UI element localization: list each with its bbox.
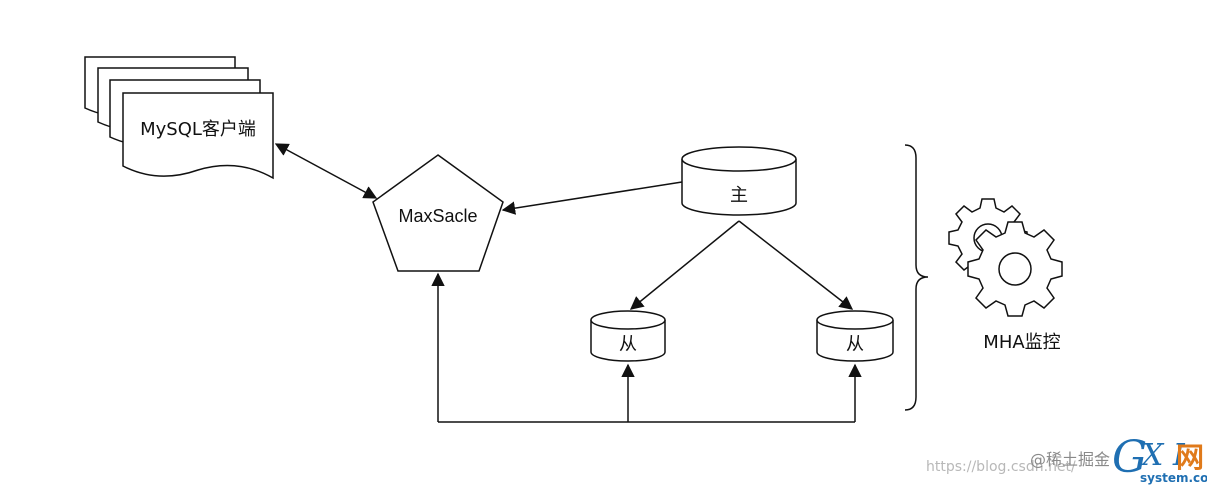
- cylinder-top: [590, 310, 666, 330]
- connectors: [274, 143, 929, 423]
- right-brace: [904, 144, 929, 411]
- slave-left-node: 从: [590, 310, 666, 362]
- csdn-watermark: https://blog.csdn.net/: [926, 459, 1076, 475]
- gxi-logo-xi: X I: [1140, 438, 1186, 473]
- cylinder-body: [681, 159, 797, 216]
- cylinder-top: [816, 310, 894, 330]
- pentagon-shape: [372, 154, 504, 272]
- master-label: 主: [730, 185, 748, 206]
- master-proxy-arrow: [501, 181, 683, 215]
- master-node: 主: [681, 146, 797, 216]
- client-node: [122, 92, 274, 180]
- slave-right-label: 从: [846, 334, 864, 355]
- client-label: MySQL客户端: [140, 119, 256, 140]
- proxy-label: MaxSacle: [398, 206, 477, 226]
- gxi-logo-wang: 网: [1176, 441, 1204, 474]
- master-slave-left-arrow: [629, 220, 740, 310]
- slave-right-node: 从: [816, 310, 894, 362]
- cylinder-top: [681, 146, 797, 172]
- proxy-node: MaxSacle: [372, 154, 504, 272]
- slave-left-label: 从: [619, 334, 637, 355]
- monitor-label: MHA监控: [983, 332, 1060, 353]
- juejin-watermark: @稀土掘金: [1030, 450, 1110, 469]
- master-slave-right-arrow: [738, 220, 854, 310]
- watermark: https://blog.csdn.net/ @稀土掘金 G X I 网 sys…: [926, 432, 1207, 485]
- cylinder-body: [590, 320, 666, 362]
- client-document-stack: MySQL客户端: [84, 56, 274, 180]
- gxi-logo-g: G: [1112, 432, 1147, 483]
- gear-icon: [948, 198, 1063, 317]
- cylinder-body: [816, 320, 894, 362]
- gxi-domain: system.com: [1140, 471, 1207, 485]
- client-proxy-arrow: [274, 143, 378, 199]
